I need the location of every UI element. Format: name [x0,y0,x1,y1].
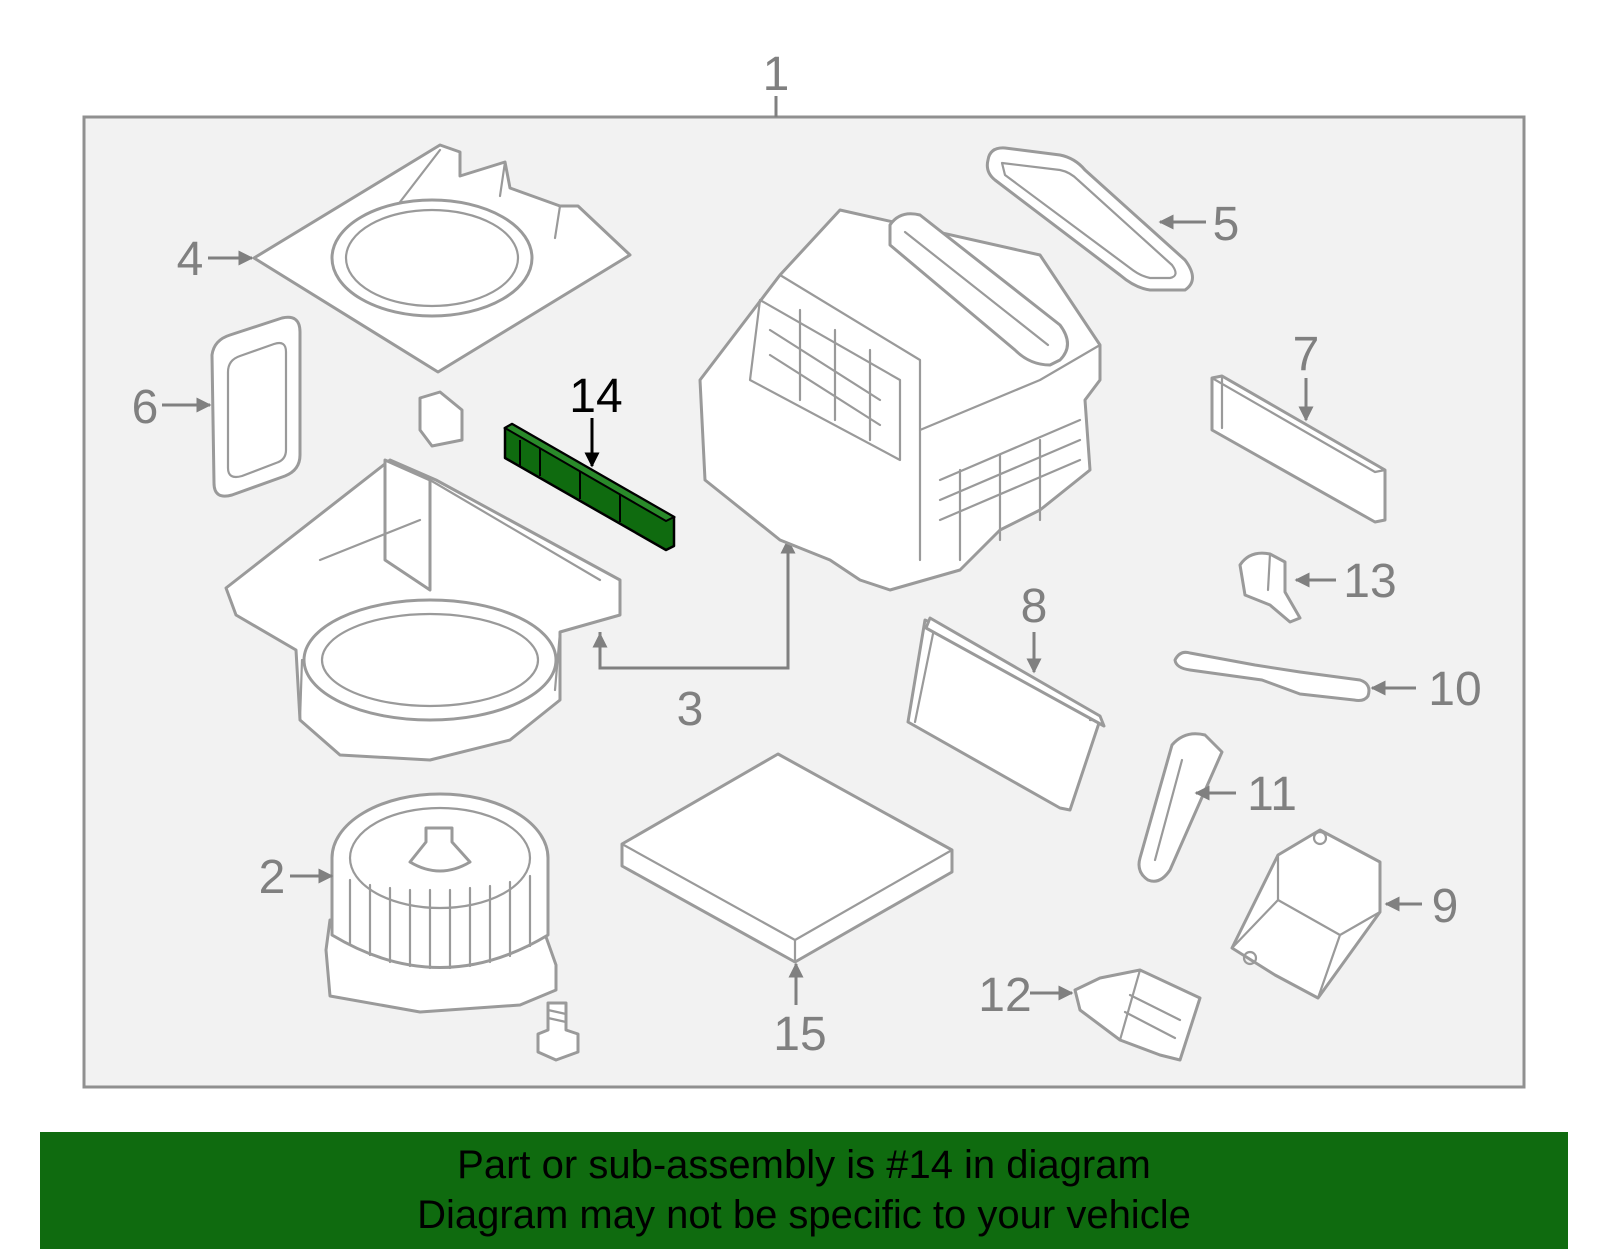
callout-8: 8 [1021,580,1048,633]
part-12-duct [1073,968,1202,1062]
part-5-gasket [985,146,1194,292]
part-clip [418,390,464,448]
part-2-blower-motor [324,792,558,1014]
callout-2: 2 [259,851,286,904]
banner-line-2: Diagram may not be specific to your vehi… [417,1193,1191,1237]
part-3-lower-case [224,458,622,762]
part-11-lever [1137,732,1224,883]
bolt [536,1001,580,1062]
info-banner: Part or sub-assembly is #14 in diagram D… [40,1132,1568,1249]
callout-12: 12 [978,969,1031,1022]
part-13-actuator [1238,551,1302,624]
callout-14: 14 [569,370,622,423]
callout-5: 5 [1213,198,1240,251]
part-15-filter [620,752,954,964]
callout-10: 10 [1428,663,1481,716]
callout-7: 7 [1293,328,1320,381]
callout-9: 9 [1432,880,1459,933]
part-8-heater-core [906,616,1106,812]
callout-3: 3 [677,683,704,736]
callout-6: 6 [132,381,159,434]
callout-13: 13 [1343,555,1396,608]
callout-11: 11 [1247,768,1297,821]
banner-line-1: Part or sub-assembly is #14 in diagram [457,1143,1151,1187]
part-9-module [1230,828,1382,1000]
callout-4: 4 [177,233,204,286]
part-7-door [1210,374,1387,524]
callout-1: 1 [763,48,790,101]
callout-15: 15 [773,1008,826,1061]
part-4-cover [252,143,632,374]
hvac-housing [698,208,1102,592]
part-14-highlighted [502,422,677,552]
part-10-rod [1173,650,1371,702]
part-6-gasket [210,315,302,498]
